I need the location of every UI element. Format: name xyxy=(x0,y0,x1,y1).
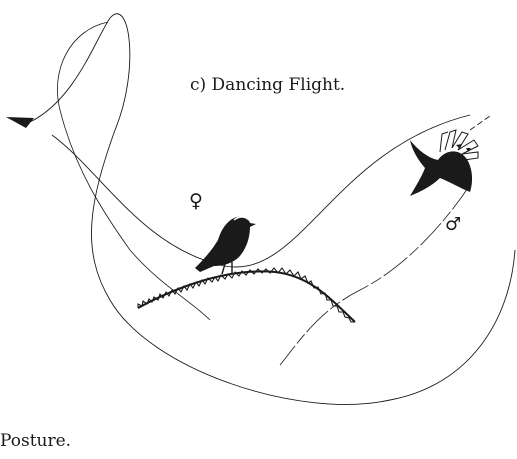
figure-title: c) Dancing Flight. xyxy=(190,77,345,94)
male-bird-icon xyxy=(410,116,490,196)
flight-path-lower xyxy=(280,185,470,365)
posture-caption: Posture. xyxy=(0,433,71,450)
female-symbol: ♀ xyxy=(189,192,203,211)
arrowhead-icon xyxy=(6,117,34,128)
hill-mound xyxy=(138,268,355,322)
flight-path-sweep xyxy=(52,115,470,267)
male-symbol: ♂ xyxy=(445,216,461,234)
flight-path-loop xyxy=(57,22,210,320)
